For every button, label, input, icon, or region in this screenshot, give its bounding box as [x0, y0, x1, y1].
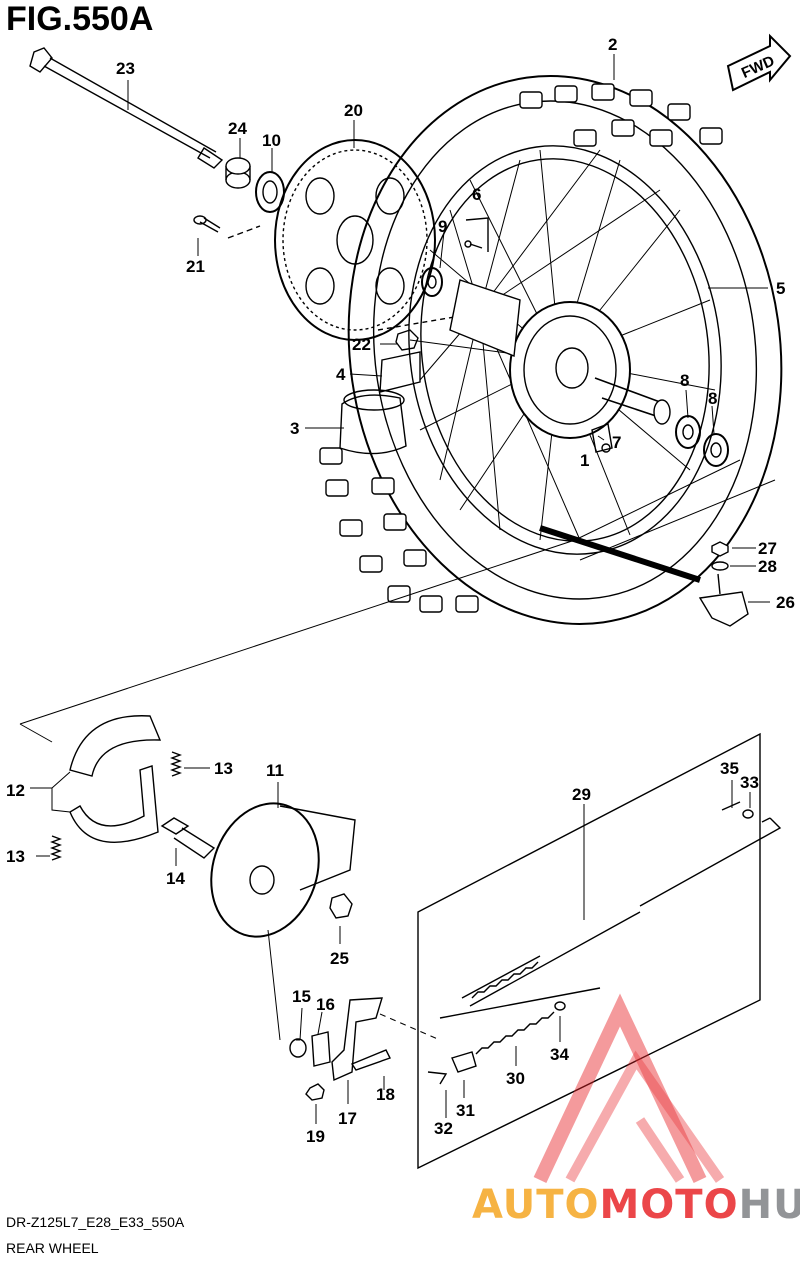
callout-20: 20	[344, 101, 363, 120]
tube-part	[339, 389, 407, 455]
callout-8b: 8	[708, 389, 717, 408]
brake-cam-part	[160, 817, 216, 859]
wheel-rim	[408, 145, 722, 555]
callout-14: 14	[166, 869, 185, 888]
nut-19-part	[305, 1083, 325, 1101]
callout-33: 33	[740, 773, 759, 792]
callout-1: 1	[580, 451, 589, 470]
spring-upper	[170, 751, 182, 777]
callout-25: 25	[330, 949, 349, 968]
rim-band-part	[379, 351, 421, 393]
callout-13a: 13	[214, 759, 233, 778]
watermark-part-moto: MOTO	[600, 1182, 739, 1228]
callout-35: 35	[720, 759, 739, 778]
bolt-part	[193, 215, 261, 239]
rim-lock-26-part	[698, 573, 749, 627]
spring-lower	[50, 835, 62, 861]
callout-12: 12	[6, 781, 25, 800]
callout-6: 6	[472, 185, 481, 204]
brake-shoe-upper	[69, 715, 162, 777]
indicator-plate-part	[311, 1031, 331, 1067]
callout-34: 34	[550, 1045, 569, 1064]
nut-27-part	[711, 541, 729, 557]
callout-26: 26	[776, 593, 795, 612]
leader-lines	[30, 54, 770, 1124]
footer-section-name: REAR WHEEL	[6, 1240, 99, 1256]
nut-25-part	[329, 893, 353, 919]
watermark-part-hub: HUB	[739, 1182, 800, 1228]
callout-32: 32	[434, 1119, 453, 1138]
bearing-part	[421, 267, 443, 297]
brake-panel-part	[210, 802, 356, 938]
fwd-arrow-badge: FWD	[726, 33, 792, 92]
callout-27: 27	[758, 539, 777, 558]
callout-9: 9	[438, 217, 447, 236]
brake-shoe-lower	[69, 765, 159, 844]
callout-18: 18	[376, 1085, 395, 1104]
brake-rod-box	[417, 732, 782, 1170]
washer-28-part	[711, 561, 729, 571]
callout-2: 2	[608, 35, 617, 54]
callout-28: 28	[758, 557, 777, 576]
callout-7: 7	[612, 433, 621, 452]
axle-part	[29, 47, 224, 169]
callout-5: 5	[776, 279, 785, 298]
callout-17: 17	[338, 1109, 357, 1128]
sprocket-part	[274, 139, 436, 341]
rear-tire	[319, 75, 783, 625]
callout-24: 24	[228, 119, 247, 138]
callout-4: 4	[336, 365, 346, 384]
wheel-hub	[449, 279, 671, 439]
figure-title: FIG.550A	[6, 0, 154, 38]
screw-part	[464, 217, 489, 252]
callout-30: 30	[506, 1069, 525, 1088]
svg-text:AUTOMOTOHUB: AUTOMOTOHUB	[472, 1182, 800, 1228]
bolt-18-part	[350, 1049, 391, 1071]
hub-bearing-1	[675, 415, 701, 449]
callout-8a: 8	[680, 371, 689, 390]
callout-29: 29	[572, 785, 591, 804]
watermark-logo: AUTOMOTOHUB	[472, 993, 800, 1228]
callout-10: 10	[262, 131, 281, 150]
watermark-part-auto: AUTO	[472, 1182, 600, 1228]
callout-3: 3	[290, 419, 299, 438]
callout-19: 19	[306, 1127, 325, 1146]
callout-21: 21	[186, 257, 205, 276]
callout-16: 16	[316, 995, 335, 1014]
collar-part	[225, 157, 251, 189]
callout-15: 15	[292, 987, 311, 1006]
callout-22: 22	[352, 335, 371, 354]
nut-part	[377, 315, 461, 351]
brake-arm-part	[331, 997, 383, 1082]
footer-model-code: DR-Z125L7_E28_E33_550A	[6, 1214, 185, 1230]
callout-13b: 13	[6, 847, 25, 866]
callout-23: 23	[116, 59, 135, 78]
o-ring-part	[289, 1038, 307, 1058]
callout-11: 11	[266, 761, 284, 780]
rim-lock-part	[591, 423, 613, 453]
hub-bearing-2	[703, 433, 729, 467]
callout-31: 31	[456, 1101, 475, 1120]
